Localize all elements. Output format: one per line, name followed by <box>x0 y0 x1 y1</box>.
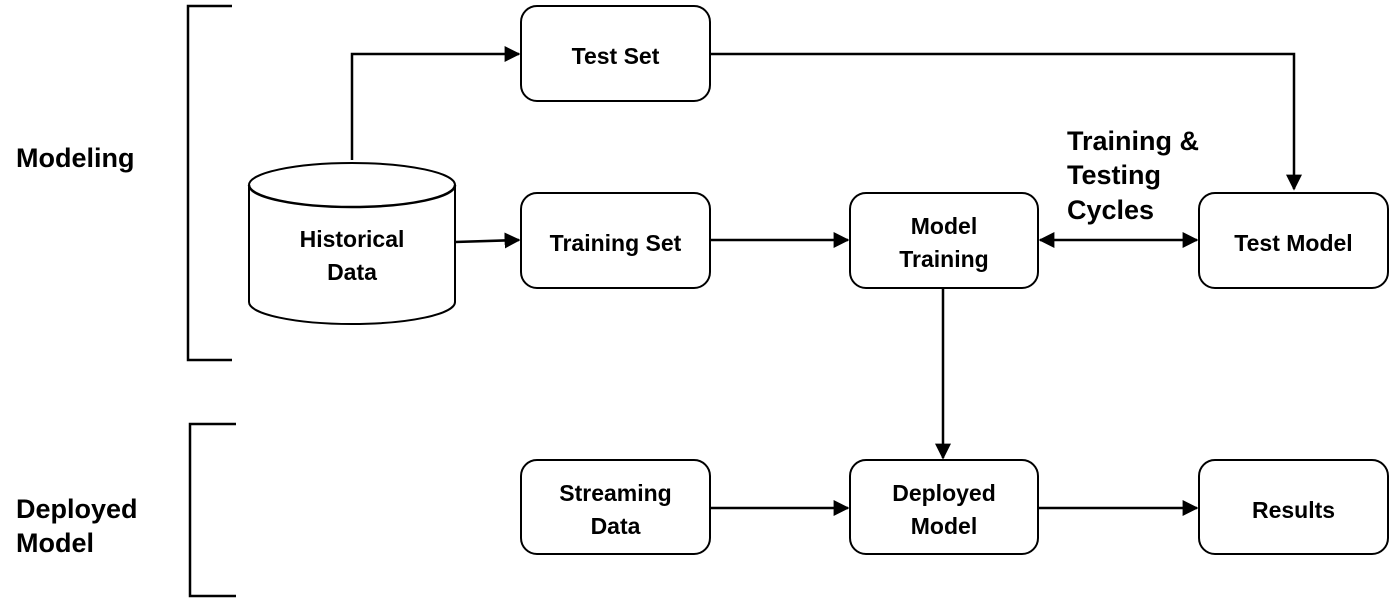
deployed-model-box <box>849 459 1039 555</box>
annotation-line3: Cycles <box>1067 195 1154 225</box>
training-set-box <box>520 192 711 289</box>
arrow-test-set-to-test-model <box>710 52 1302 191</box>
deployed-bracket <box>188 422 236 598</box>
results-node: Results <box>1198 459 1389 555</box>
results-label: Results <box>1252 497 1335 523</box>
test-set-box <box>520 5 711 102</box>
historical-data-cylinder-rim <box>247 184 457 209</box>
training-set-node: Training Set <box>520 192 711 289</box>
historical-data-label-line1: Historical <box>300 226 405 252</box>
section-label-deployed: Deployed <box>16 494 138 524</box>
model-training-box <box>849 192 1039 289</box>
training-testing-cycles-annotation: Training & Testing Cycles <box>1067 126 1199 225</box>
annotation-line1: Training & <box>1067 126 1199 156</box>
arrow-historical-to-test-set <box>350 46 521 160</box>
test-set-label: Test Set <box>572 43 660 69</box>
streaming-data-node: Streaming Data <box>520 459 711 555</box>
deployed-model-label-line1: Deployed <box>892 480 996 506</box>
historical-data-node: Historical Data <box>247 162 457 325</box>
deployed-model-label-line2: Model <box>911 513 977 539</box>
arrow-historical-to-training-set <box>454 232 521 249</box>
results-box <box>1198 459 1389 555</box>
streaming-data-label-line1: Streaming <box>559 480 671 506</box>
model-training-label-line2: Training <box>899 246 988 272</box>
streaming-data-label-line2: Data <box>591 513 641 539</box>
section-label-modeling: Modeling <box>16 143 134 173</box>
section-label-deployed-model: Model <box>16 528 94 558</box>
test-model-box <box>1198 192 1389 289</box>
model-training-label-line1: Model <box>911 213 977 239</box>
historical-data-label-line2: Data <box>327 259 377 285</box>
deployed-model-node: Deployed Model <box>849 459 1039 555</box>
training-set-label: Training Set <box>550 230 682 256</box>
test-set-node: Test Set <box>520 5 711 102</box>
test-model-node: Test Model <box>1198 192 1389 289</box>
test-model-label: Test Model <box>1234 230 1352 256</box>
modeling-bracket <box>186 4 232 362</box>
annotation-line2: Testing <box>1067 160 1161 190</box>
model-training-node: Model Training <box>849 192 1039 289</box>
streaming-data-box <box>520 459 711 555</box>
